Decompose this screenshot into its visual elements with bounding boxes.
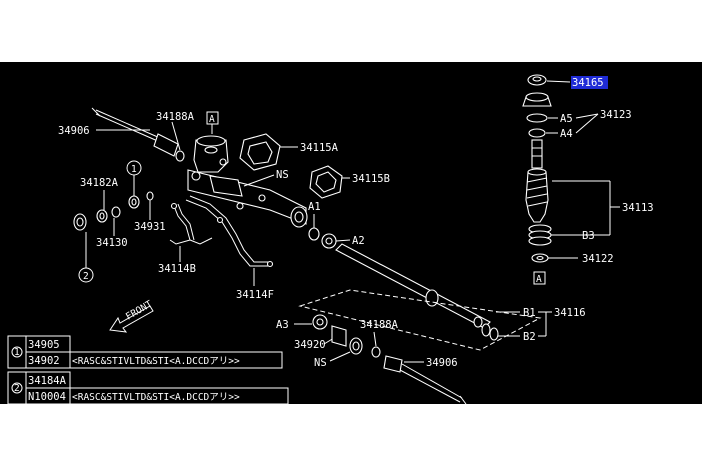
parts-diagram: 34165 A5 A4 34123 (0, 62, 702, 404)
callout-34114b[interactable]: 34114B (158, 263, 196, 275)
part-34906-tie-rod-end-top[interactable] (153, 133, 179, 157)
front-arrow-icon (109, 305, 154, 333)
callout-a5[interactable]: A5 (560, 113, 573, 125)
part-pinion-shaft (531, 139, 543, 169)
legend-note-34902: <RASC&STIVLTD&STI<A.DCCDアリ>> (72, 356, 240, 367)
part-rack-shaft (335, 243, 491, 329)
marker-2-label: 2 (83, 271, 89, 282)
diagram-canvas: 34165 A5 A4 34123 (7, 74, 654, 404)
callout-34188a-bottom[interactable]: 34188A (360, 319, 399, 331)
legend-part-n10004[interactable]: N10004 (28, 391, 66, 403)
ref-a-top: A (209, 114, 215, 125)
rack-shaft-assembly: B1 B2 34116 (298, 243, 586, 351)
highlight-box (571, 76, 608, 89)
callout-34931[interactable]: 34931 (134, 221, 166, 233)
callout-34115a[interactable]: 34115A (300, 142, 339, 154)
pipe-assembly: 34114B 34114F (158, 195, 274, 301)
callout-a3[interactable]: A3 (276, 319, 289, 331)
left-small-parts: 34182A 1 34130 34931 2 (73, 160, 166, 283)
part-34920[interactable] (331, 325, 347, 347)
pinion-valve-assembly: 34165 A5 A4 34123 (522, 74, 654, 285)
legend-marker-1 (11, 346, 23, 358)
callout-34130[interactable]: 34130 (96, 237, 128, 249)
callout-b1[interactable]: B1 (523, 307, 536, 319)
legend-marker-2 (11, 382, 23, 394)
front-direction-indicator: FRONT (109, 299, 155, 333)
steering-housing-assembly: 34906 34188A A (58, 107, 390, 249)
callout-34188a-top[interactable]: 34188A (156, 111, 195, 123)
part-34114b-pipe[interactable] (169, 205, 191, 245)
callout-34906-top[interactable]: 34906 (58, 125, 90, 137)
legend-part-34184a[interactable]: 34184A (28, 375, 67, 387)
part-valve-housing (193, 139, 229, 173)
callout-a4[interactable]: A4 (560, 128, 573, 140)
callout-34920[interactable]: 34920 (294, 339, 326, 351)
legend-marker-2-label: 2 (14, 383, 20, 394)
legend-note-n10004: <RASC&STIVLTD&STI<A.DCCDアリ>> (72, 392, 240, 403)
callout-34906-bottom[interactable]: 34906 (426, 357, 458, 369)
legend-table: 1 34905 34902 <RASC&STIVLTD&STI<A.DCCDアリ… (7, 335, 289, 404)
callout-a2[interactable]: A2 (352, 235, 365, 247)
callout-34116[interactable]: 34116 (554, 307, 586, 319)
part-34130[interactable] (111, 206, 121, 218)
callout-34122[interactable]: 34122 (582, 253, 614, 265)
callout-b2[interactable]: B2 (523, 331, 536, 343)
callout-ns-bottom[interactable]: NS (314, 357, 327, 369)
callout-34115b[interactable]: 34115B (352, 173, 390, 185)
legend-part-34902[interactable]: 34902 (28, 355, 60, 367)
callout-a1[interactable]: A1 (308, 201, 321, 213)
part-pinion-gear (525, 171, 549, 223)
part-34906-tie-rod-end-bottom[interactable] (383, 355, 403, 373)
bottom-tie-rod-assembly: A3 34920 34188A NS 34906 (276, 314, 467, 404)
callout-34182a[interactable]: 34182A (80, 177, 119, 189)
part-34114f-pipe[interactable] (185, 199, 270, 267)
callout-34165[interactable]: 34165 (572, 77, 604, 89)
ref-a-right: A (536, 274, 542, 285)
dashed-group-outline (298, 289, 542, 351)
legend-marker-1-label: 1 (14, 347, 20, 358)
part-34165-cap-inner (532, 76, 542, 82)
callout-34113[interactable]: 34113 (622, 202, 654, 214)
part-34931[interactable] (146, 191, 154, 201)
callout-ns-top[interactable]: NS (276, 169, 289, 181)
legend-part-34905[interactable]: 34905 (28, 339, 60, 351)
callout-34114f[interactable]: 34114F (236, 289, 274, 301)
callout-34123[interactable]: 34123 (600, 109, 632, 121)
marker-1-label: 1 (131, 164, 137, 175)
callout-b3[interactable]: B3 (582, 230, 595, 242)
